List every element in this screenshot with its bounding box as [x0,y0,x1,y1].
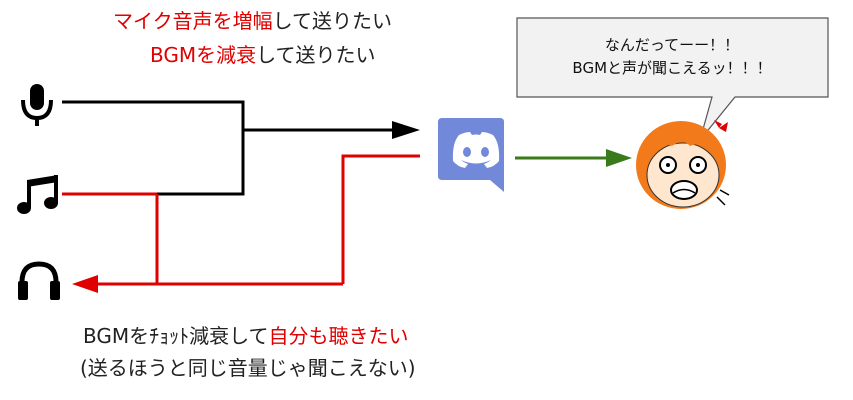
black-signal-path [62,100,396,196]
title-line-2: BGMを減衰して送りたい [150,42,376,68]
bottom-line-2: (送るほうと同じ音量じゃ聞こえない) [80,356,416,380]
red-arrowhead [72,275,98,293]
red-signal-path [62,154,420,286]
green-arrowhead [606,149,632,167]
mic-line [62,100,245,130]
title-line-2-red: BGMを減衰 [150,43,257,67]
bubble-line-2: BGMと声が聞こえるッ！！！ [572,59,772,77]
red-to-discord-line [341,154,420,284]
title-line-1: マイク音声を増幅して送りたい [113,8,392,34]
bubble-text: なんだってーー！！ BGMと声が聞こえるッ！！！ [527,34,817,80]
title-line-1-red: マイク音声を増幅 [113,9,273,33]
music-to-mixer-line [157,130,245,196]
headphones-icon [18,261,60,300]
bottom-line-1-black: BGMをﾁｮｯﾄ減衰して [83,324,269,348]
discord-icon [438,118,504,192]
title-line-1-black: して送りたい [272,9,393,33]
black-arrowhead [392,121,420,139]
bottom-line-1-red: 自分も聴きたい [268,324,409,348]
speech-bubble [516,17,829,141]
microphone-icon [21,84,53,126]
bubble-line-1: なんだってーー！！ [604,36,740,54]
bottom-line-1: BGMをﾁｮｯﾄ減衰して自分も聴きたい [83,323,409,349]
music-note-icon [17,175,58,214]
surprised-character-icon [636,120,730,209]
title-line-2-black: して送りたい [256,43,376,67]
